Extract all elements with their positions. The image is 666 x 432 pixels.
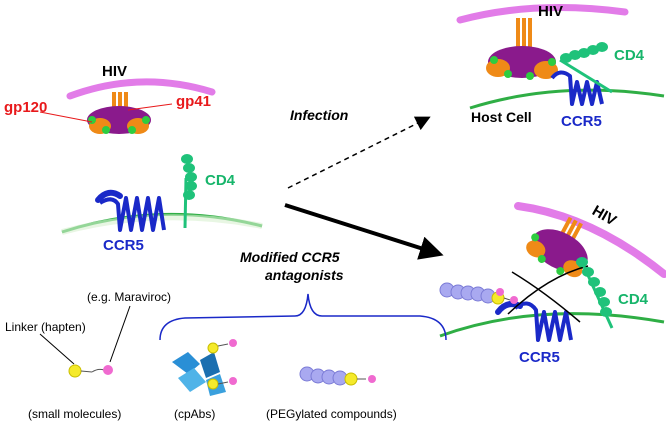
cd4-label-top-right: CD4 (614, 47, 645, 64)
gp41-stalk (112, 92, 116, 118)
hiv-label-top-right: HIV (538, 3, 563, 20)
viral-membrane-right (456, 4, 629, 24)
host-cell-label: Host Cell (471, 109, 532, 125)
infection-arrow (287, 116, 431, 189)
viral-membrane-bottom (514, 202, 666, 278)
ccr5-receptor-top (550, 70, 604, 106)
grouping-brace (159, 293, 447, 341)
gp41-pointer (127, 103, 173, 111)
viral-membrane (66, 78, 216, 100)
host-cell-left (61, 154, 263, 235)
cell-membrane-right-top (469, 88, 665, 110)
maraviroc-pointer (109, 305, 131, 363)
gp120-label: gp120 (4, 99, 47, 116)
small-molecule (39, 305, 131, 378)
linker-pointer (39, 333, 75, 365)
gp120-pointer (39, 111, 93, 123)
block-cross-2 (507, 265, 589, 315)
modified-antagonists-line2: antagonists (265, 267, 344, 283)
ccr5-receptor-left (98, 196, 166, 232)
gp41-label: gp41 (176, 93, 211, 110)
cd4-receptor-left (181, 154, 197, 229)
small-molecules-label: (small molecules) (28, 407, 121, 421)
cd4-label-left: CD4 (205, 172, 236, 189)
cd4-label-bottom-right: CD4 (618, 291, 649, 308)
block-cross-1 (511, 271, 581, 323)
ccr5-label-left: CCR5 (103, 237, 144, 254)
ccr5-label-bottom-right: CCR5 (519, 349, 560, 366)
antagonist-arrow (284, 203, 444, 260)
cpab-antibody (172, 339, 237, 396)
infection-label: Infection (290, 107, 348, 123)
pegylated-antagonist-bound (439, 282, 518, 305)
linker-label: Linker (hapten) (5, 320, 86, 334)
cd4-receptor-bottom (576, 257, 614, 329)
modified-antagonists-line1: Modified CCR5 (240, 249, 340, 265)
ccr5-receptor-bottom (513, 301, 573, 342)
cpabs-label: (cpAbs) (174, 407, 215, 421)
hiv-virion-left (39, 78, 216, 134)
hiv-label-left: HIV (102, 63, 127, 80)
pegylated-compound (299, 366, 376, 386)
pegylated-label: (PEGylated compounds) (266, 407, 397, 421)
infection-scene (456, 4, 665, 110)
maraviroc-label: (e.g. Maraviroc) (87, 290, 171, 304)
cd4-receptor-top (559, 42, 613, 94)
blocked-scene (439, 202, 666, 342)
ccr5-label-top-right: CCR5 (561, 113, 602, 130)
